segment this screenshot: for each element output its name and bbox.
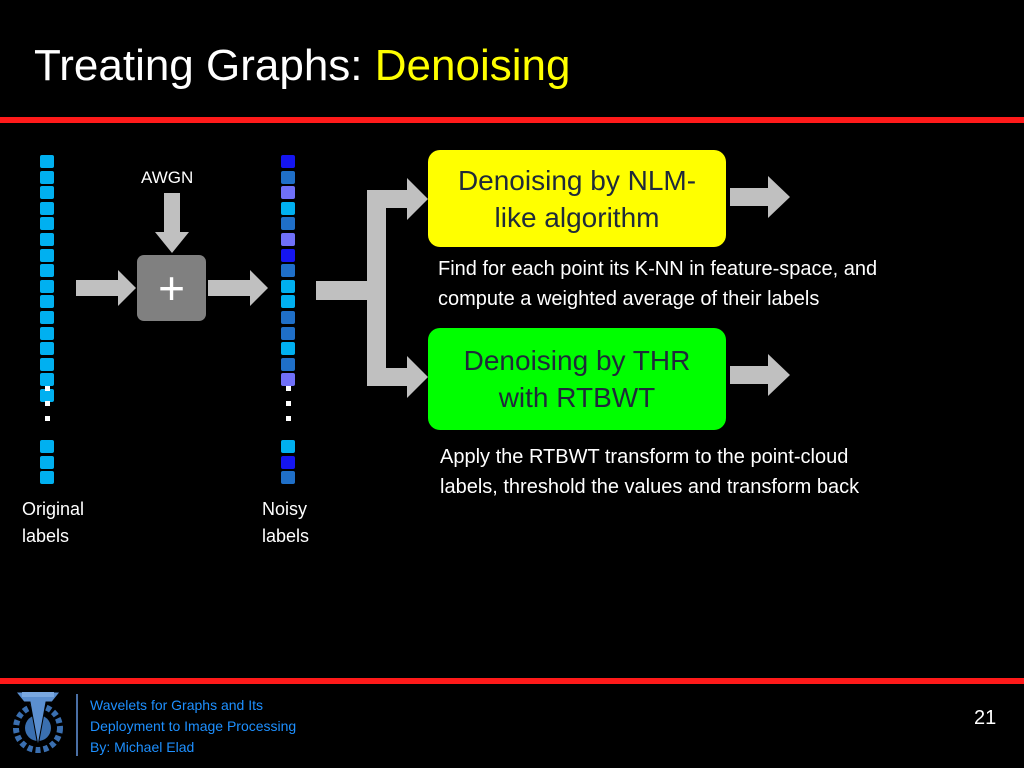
slide-title: Treating Graphs: Denoising bbox=[34, 38, 570, 94]
bottom-red-rule bbox=[0, 678, 1024, 684]
plus-to-noisy-arrow bbox=[208, 270, 268, 306]
original-label-square bbox=[40, 389, 54, 402]
original-label-square bbox=[40, 170, 54, 184]
original-label-square bbox=[40, 217, 54, 231]
original-labels-column bbox=[40, 155, 56, 490]
noisy-label-square bbox=[281, 155, 295, 168]
original-label-square bbox=[40, 201, 54, 215]
noisy-label-square bbox=[281, 217, 295, 231]
noisy-label-square bbox=[281, 186, 295, 200]
sum-node: + bbox=[137, 255, 206, 321]
noisy-label-square bbox=[281, 233, 295, 246]
noisy-label-square bbox=[281, 440, 295, 453]
nlm-description: Find for each point its K-NN in feature-… bbox=[438, 258, 878, 310]
footer-text: Wavelets for Graphs and Its Deployment t… bbox=[90, 697, 297, 755]
nlm-denoising-box: Denoising by NLM- like algorithm bbox=[428, 150, 726, 247]
original-label-square bbox=[40, 248, 54, 262]
split-to-thr-arrow bbox=[367, 356, 428, 398]
page-number: 21 bbox=[974, 707, 997, 729]
thr-denoising-box: Denoising by THR with RTBWT bbox=[428, 328, 726, 430]
nlm-output-arrow bbox=[730, 176, 790, 218]
split-vertical-bar bbox=[367, 190, 386, 386]
nlm-box-line2: like algorithm bbox=[494, 201, 660, 233]
original-label-square bbox=[40, 279, 54, 293]
noisy-label-square bbox=[281, 455, 295, 469]
original-label-square bbox=[40, 186, 54, 200]
original-label-square bbox=[40, 311, 54, 324]
original-label-square bbox=[40, 471, 54, 485]
noisy-labels-column bbox=[281, 155, 297, 490]
noisy-ellipsis bbox=[286, 386, 291, 426]
noisy-label-square bbox=[281, 264, 295, 278]
original-label-square bbox=[40, 357, 54, 371]
thr-output-arrow bbox=[730, 354, 790, 396]
original-ellipsis bbox=[45, 386, 50, 426]
awgn-down-arrow bbox=[155, 193, 189, 253]
title-highlight: Denoising bbox=[374, 41, 571, 90]
noisy-label-square bbox=[281, 311, 295, 324]
noisy-label-square bbox=[281, 373, 295, 387]
noisy-label-square bbox=[281, 471, 295, 485]
title-prefix: Treating Graphs: bbox=[34, 41, 363, 90]
awgn-label: AWGN bbox=[141, 168, 194, 187]
original-label-square bbox=[40, 373, 54, 387]
thr-description: Apply the RTBWT transform to the point-c… bbox=[440, 446, 860, 498]
original-label-square bbox=[40, 295, 54, 309]
noisy-label-square bbox=[281, 357, 295, 371]
technion-logo-icon bbox=[13, 691, 63, 753]
noisy-label-square bbox=[281, 248, 295, 262]
noisy-label-square bbox=[281, 201, 295, 215]
footer-divider bbox=[76, 694, 78, 756]
nlm-box-line1: Denoising by NLM- bbox=[457, 164, 697, 196]
original-label-square bbox=[40, 455, 54, 469]
original-label-square bbox=[40, 233, 54, 246]
noisy-label-square bbox=[281, 326, 295, 340]
top-red-rule bbox=[0, 117, 1024, 123]
orig-to-plus-arrow bbox=[76, 270, 136, 306]
original-label-square bbox=[40, 326, 54, 340]
split-to-nlm-arrow bbox=[367, 178, 428, 220]
original-label-square bbox=[40, 440, 54, 453]
original-label-square bbox=[40, 264, 54, 278]
original-label-square bbox=[40, 155, 54, 168]
thr-box-line2: with RTBWT bbox=[498, 382, 656, 413]
original-label-square bbox=[40, 342, 54, 356]
noisy-label-square bbox=[281, 295, 295, 309]
noisy-label-square bbox=[281, 342, 295, 356]
original-labels-caption: Original labels bbox=[22, 499, 85, 546]
noisy-label-square bbox=[281, 279, 295, 293]
thr-box-line1: Denoising by THR bbox=[463, 345, 691, 376]
noisy-labels-caption: Noisy labels bbox=[262, 499, 310, 546]
noisy-label-square bbox=[281, 170, 295, 184]
